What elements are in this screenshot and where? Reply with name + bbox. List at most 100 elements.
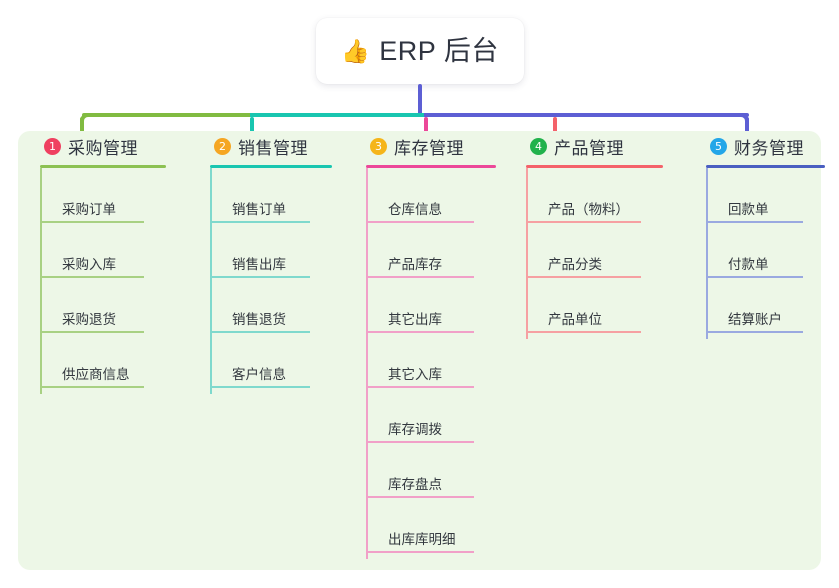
list-item-rule: [210, 221, 310, 223]
list-item-rule: [366, 496, 474, 498]
list-item-rule: [706, 276, 803, 278]
list-item-label: 回款单: [728, 202, 769, 218]
branch-badge-4: 4: [530, 137, 547, 155]
list-item-rule: [366, 221, 474, 223]
branches-panel: 1 采购管理 采购订单 采购入库 采购退货 供应商信息: [18, 131, 825, 570]
branch-items-5: 回款单 付款单 结算账户: [706, 168, 825, 333]
branch-items-2: 销售订单 销售出库 销售退货 客户信息: [210, 168, 332, 388]
branch-badge-1: 1: [44, 137, 61, 155]
branch-trunk-5: [706, 168, 708, 339]
branch-header-2[interactable]: 2 销售管理: [210, 131, 332, 161]
list-item-label: 其它入库: [388, 367, 442, 383]
connector-trunk-vertical: [418, 84, 422, 117]
branch-trunk-2: [210, 168, 212, 394]
list-item-rule: [526, 221, 641, 223]
list-item[interactable]: 回款单: [706, 168, 825, 223]
list-item-rule: [526, 331, 641, 333]
branch-column-5: 5 财务管理 回款单 付款单 结算账户: [706, 131, 825, 339]
list-item-rule: [366, 386, 474, 388]
branch-header-1[interactable]: 1 采购管理: [40, 131, 166, 161]
list-item[interactable]: 客户信息: [210, 333, 332, 388]
connector-bus-teal: [250, 113, 426, 117]
list-item-rule: [366, 331, 474, 333]
list-item[interactable]: 采购入库: [40, 223, 166, 278]
list-item[interactable]: 产品分类: [526, 223, 663, 278]
list-item-rule: [210, 331, 310, 333]
list-item[interactable]: 其它出库: [366, 278, 496, 333]
list-item-label: 采购入库: [62, 257, 116, 273]
list-item[interactable]: 库存调拨: [366, 388, 496, 443]
branch-column-4: 4 产品管理 产品（物料） 产品分类 产品单位: [526, 131, 663, 339]
branch-badge-5: 5: [710, 137, 727, 155]
list-item-rule: [40, 276, 144, 278]
list-item-label: 库存调拨: [388, 422, 442, 438]
branch-header-rule-1: [40, 165, 166, 168]
list-item-label: 库存盘点: [388, 477, 442, 493]
root-node-erp-backend[interactable]: 👍 ERP 后台: [316, 18, 524, 84]
branch-title-5: 财务管理: [734, 138, 804, 158]
list-item-label: 客户信息: [232, 367, 286, 383]
list-item-rule: [40, 331, 144, 333]
branch-items-3: 仓库信息 产品库存 其它出库 其它入库 库存调拨: [366, 168, 496, 553]
thumbs-up-icon: 👍: [341, 37, 371, 64]
list-item[interactable]: 产品单位: [526, 278, 663, 333]
list-item-label: 产品库存: [388, 257, 442, 273]
branch-trunk-4: [526, 168, 528, 339]
list-item[interactable]: 供应商信息: [40, 333, 166, 388]
list-item-rule: [706, 331, 803, 333]
branch-header-5[interactable]: 5 财务管理: [706, 131, 825, 161]
list-item-rule: [706, 221, 803, 223]
list-item[interactable]: 采购订单: [40, 168, 166, 223]
list-item-rule: [210, 386, 310, 388]
list-item-label: 采购订单: [62, 202, 116, 218]
list-item-rule: [526, 276, 641, 278]
list-item-label: 出库库明细: [388, 532, 456, 548]
branch-badge-3: 3: [370, 137, 387, 155]
list-item[interactable]: 销售出库: [210, 223, 332, 278]
list-item[interactable]: 产品（物料）: [526, 168, 663, 223]
root-node-title: 👍 ERP 后台: [341, 37, 499, 65]
connector-bus-blue: [424, 113, 749, 117]
branch-header-rule-4: [526, 165, 663, 168]
list-item-label: 销售退货: [232, 312, 286, 328]
branch-title-3: 库存管理: [394, 138, 464, 158]
list-item-rule: [366, 441, 474, 443]
list-item[interactable]: 结算账户: [706, 278, 825, 333]
list-item-rule: [40, 221, 144, 223]
list-item[interactable]: 产品库存: [366, 223, 496, 278]
branch-header-rule-5: [706, 165, 825, 168]
list-item[interactable]: 采购退货: [40, 278, 166, 333]
branch-header-4[interactable]: 4 产品管理: [526, 131, 663, 161]
list-item-label: 付款单: [728, 257, 769, 273]
branch-header-3[interactable]: 3 库存管理: [366, 131, 496, 161]
list-item-label: 结算账户: [728, 312, 782, 328]
list-item-label: 产品单位: [548, 312, 602, 328]
list-item-rule: [366, 551, 474, 553]
branch-title-2: 销售管理: [238, 138, 308, 158]
list-item-rule: [210, 276, 310, 278]
branch-title-1: 采购管理: [68, 138, 138, 158]
list-item[interactable]: 仓库信息: [366, 168, 496, 223]
list-item-label: 销售订单: [232, 202, 286, 218]
branch-header-rule-2: [210, 165, 332, 168]
list-item-rule: [366, 276, 474, 278]
list-item-label: 销售出库: [232, 257, 286, 273]
list-item[interactable]: 销售订单: [210, 168, 332, 223]
branch-title-4: 产品管理: [554, 138, 624, 158]
branch-column-1: 1 采购管理 采购订单 采购入库 采购退货 供应商信息: [40, 131, 166, 394]
list-item[interactable]: 库存盘点: [366, 443, 496, 498]
branch-badge-2: 2: [214, 137, 231, 155]
list-item[interactable]: 销售退货: [210, 278, 332, 333]
branch-items-4: 产品（物料） 产品分类 产品单位: [526, 168, 663, 333]
list-item[interactable]: 付款单: [706, 223, 825, 278]
list-item[interactable]: 其它入库: [366, 333, 496, 388]
list-item-label: 供应商信息: [62, 367, 130, 383]
branch-column-2: 2 销售管理 销售订单 销售出库 销售退货 客户信息: [210, 131, 332, 394]
list-item-label: 产品（物料）: [548, 202, 629, 218]
branch-trunk-1: [40, 168, 42, 394]
list-item[interactable]: 出库库明细: [366, 498, 496, 553]
list-item-label: 仓库信息: [388, 202, 442, 218]
branch-header-rule-3: [366, 165, 496, 168]
branch-column-3: 3 库存管理 仓库信息 产品库存 其它出库 其它入库: [366, 131, 496, 559]
